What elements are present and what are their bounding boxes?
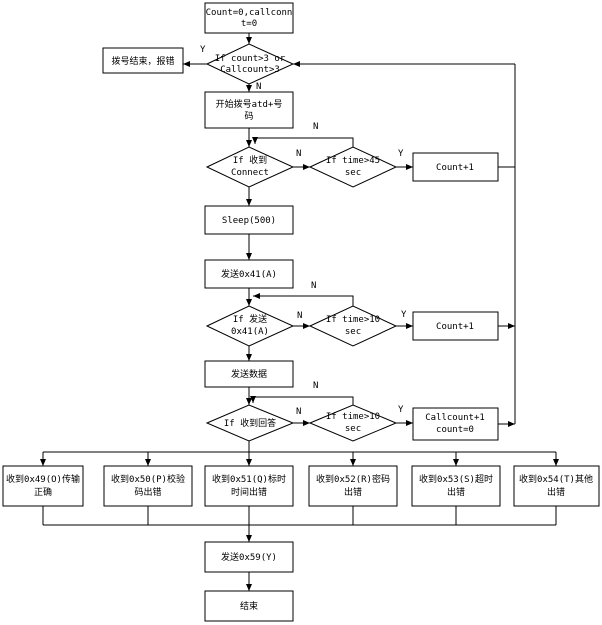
sent-41-text-1: If 发送 bbox=[233, 313, 267, 325]
conn-timeout3-loop bbox=[250, 396, 354, 405]
recv-connect-text-2: Connect bbox=[231, 168, 269, 178]
dial-end-text: 拨号结束，报错 bbox=[111, 55, 174, 67]
timeout3-text-1: If time>10 bbox=[326, 412, 380, 422]
recv-connect-diamond bbox=[205, 146, 295, 188]
result-5-text-1: 收到0x53(S)超时 bbox=[419, 473, 493, 485]
check-limit-text-2: Callcount>3 bbox=[220, 65, 280, 75]
send-data-text: 发送数据 bbox=[231, 368, 267, 380]
result-box-6 bbox=[513, 465, 600, 507]
timeout3-text-2: sec bbox=[345, 424, 361, 434]
label-n-loop2: N bbox=[311, 281, 316, 291]
start-text-1: Count=0,callconn bbox=[206, 8, 293, 18]
result-3-text-1: 收到0x51(Q)标时 bbox=[212, 473, 286, 485]
end-text: 结束 bbox=[240, 600, 258, 612]
start-text-2: t=0 bbox=[241, 19, 257, 29]
result-2-text-1: 收到0x50(P)校验 bbox=[111, 473, 185, 485]
label-n-loop3: N bbox=[313, 381, 318, 391]
label-n-reply: N bbox=[296, 407, 301, 417]
timeout1-text-1: If time>45 bbox=[326, 156, 380, 166]
result-box-1 bbox=[2, 465, 84, 507]
result-6-text-1: 收到0x54(T)其他 bbox=[519, 473, 593, 485]
label-y-timeout1: Y bbox=[398, 149, 404, 159]
sent-41-diamond bbox=[205, 305, 295, 347]
check-limit-text-1: If count>3 or bbox=[215, 54, 286, 64]
send-59-text: 发送0x59(Y) bbox=[221, 551, 277, 563]
result-box-4 bbox=[308, 465, 398, 507]
dial-text-2: 码 bbox=[244, 111, 253, 122]
label-y-limit: Y bbox=[200, 45, 206, 55]
label-n-limit: N bbox=[256, 82, 261, 92]
timeout1-text-2: sec bbox=[345, 168, 361, 178]
conn-timeout2-loop bbox=[253, 293, 354, 306]
check-limit-diamond bbox=[205, 43, 295, 85]
dial-end-box bbox=[102, 47, 184, 74]
callcount-inc-text-1: Callcount+1 bbox=[425, 413, 485, 423]
label-y-timeout2: Y bbox=[401, 310, 407, 320]
timeout2-text-1: If time>10 bbox=[326, 315, 380, 325]
result-1-text-1: 收到0x49(O)传输 bbox=[6, 473, 80, 485]
send-41-text: 发送0x41(A) bbox=[221, 268, 277, 280]
sleep-box bbox=[204, 205, 294, 235]
dial-text-1: 开始拨号atd+号 bbox=[216, 98, 283, 110]
label-y-timeout3: Y bbox=[398, 405, 404, 415]
label-n-sent41: N bbox=[297, 311, 302, 321]
sleep-text: Sleep(500) bbox=[222, 216, 276, 226]
result-box-5 bbox=[411, 465, 501, 507]
result-box-3 bbox=[204, 465, 294, 507]
timeout2-text-2: sec bbox=[345, 327, 361, 337]
timeout1-diamond bbox=[308, 146, 398, 188]
count-inc1-box bbox=[412, 152, 499, 182]
timeout3-diamond bbox=[308, 404, 398, 442]
count-inc2-text: Count+1 bbox=[436, 322, 474, 332]
dial-box bbox=[204, 91, 294, 129]
recv-connect-text-1: If 收到 bbox=[233, 154, 267, 166]
result-6-text-2: 出错 bbox=[547, 486, 565, 498]
count-inc1-text: Count+1 bbox=[436, 163, 474, 173]
result-3-text-2: 时间出错 bbox=[231, 486, 267, 498]
start-box bbox=[204, 2, 294, 34]
result-box-2 bbox=[103, 465, 193, 507]
result-1-text-2: 正确 bbox=[34, 486, 52, 498]
result-5-text-2: 出错 bbox=[447, 486, 465, 498]
callcount-inc-text-2: count=0 bbox=[436, 425, 474, 435]
conn-timeout1-loop bbox=[252, 137, 354, 147]
result-4-text-1: 收到0x52(R)密码 bbox=[316, 473, 390, 485]
label-n-connect: N bbox=[296, 149, 301, 159]
result-4-text-2: 出错 bbox=[344, 486, 362, 498]
sent-41-text-2: 0x41(A) bbox=[231, 327, 269, 337]
callcount-inc-box bbox=[412, 407, 499, 441]
result-2-text-2: 码出错 bbox=[134, 486, 161, 498]
recv-reply-text: If 收到回答 bbox=[224, 417, 276, 429]
label-n-loop1: N bbox=[313, 122, 318, 132]
timeout2-diamond bbox=[308, 305, 398, 347]
